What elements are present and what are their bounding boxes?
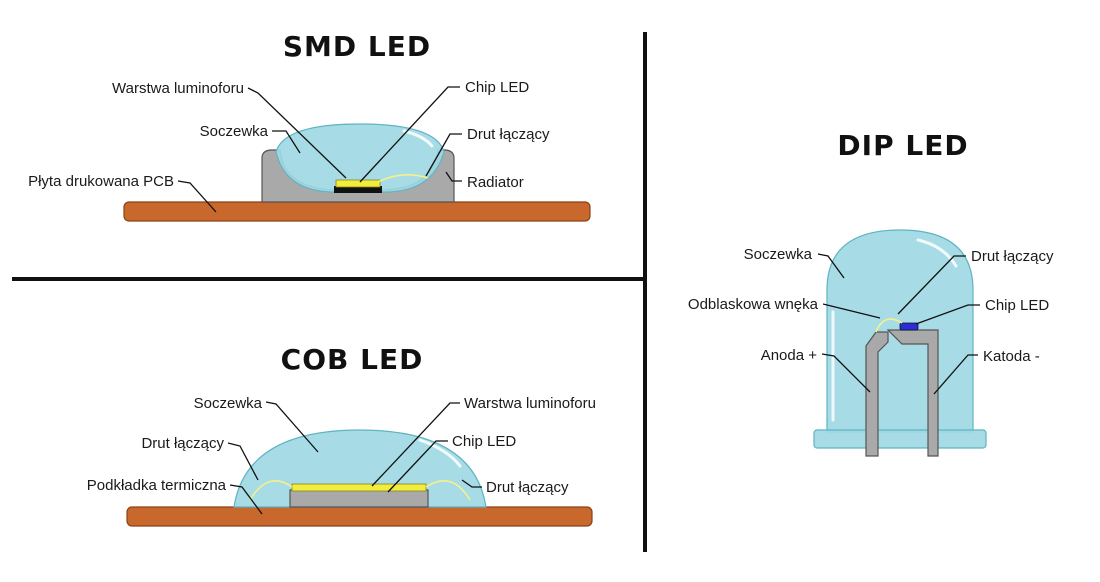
- dip-leader-wire: [897, 255, 966, 315]
- cob-pcb: [126, 506, 593, 527]
- dip-chip: [899, 322, 919, 331]
- cob-leader-wire-left: [227, 442, 259, 481]
- smd-leader-wire: [425, 133, 462, 177]
- dip-leader-anode: [821, 353, 871, 393]
- cob-leader-wire-right: [461, 479, 482, 488]
- cob-leader-pad: [229, 484, 263, 515]
- dip-flange: [813, 429, 987, 449]
- dip-lens-highlight-top: [916, 238, 958, 268]
- smd-leader-phosphor: [247, 87, 347, 179]
- dip-label-lens: Soczewka: [744, 246, 813, 263]
- smd-phosphor: [335, 179, 381, 188]
- smd-pcb: [123, 201, 591, 222]
- smd-leader-lens: [272, 130, 301, 154]
- cob-bond-wire-left: [249, 480, 293, 501]
- cob-title: COB LED: [281, 343, 424, 376]
- cob-leader-lens: [265, 401, 319, 453]
- cob-label-phosphor: Warstwa luminoforu: [464, 395, 596, 412]
- cob-lens-highlight: [418, 438, 462, 468]
- cob-phosphor: [291, 483, 427, 492]
- dip-anode-lead: [865, 331, 889, 457]
- dip-section: DIP LED Soczewka Drut łączący Odblaskowa…: [688, 129, 1054, 457]
- smd-label-lens: Soczewka: [200, 123, 269, 140]
- smd-label-radiator: Radiator: [467, 174, 524, 191]
- cob-leader-phosphor: [371, 402, 460, 487]
- dip-label-cathode: Katoda -: [983, 348, 1040, 365]
- cob-label-chip: Chip LED: [452, 433, 516, 450]
- dip-cathode-lead: [886, 329, 939, 457]
- smd-label-wire: Drut łączący: [467, 126, 550, 143]
- cob-leader-chip: [387, 440, 448, 493]
- cob-label-lens: Soczewka: [194, 395, 263, 412]
- dip-leader-cavity: [822, 303, 881, 319]
- smd-section: SMD LED Warstwa luminoforu Chip LED Socz…: [28, 30, 591, 222]
- dip-title: DIP LED: [837, 129, 968, 162]
- cob-thermal-pad: [289, 489, 429, 508]
- smd-chip-base: [334, 186, 382, 193]
- smd-label-chip: Chip LED: [465, 79, 529, 96]
- smd-leader-chip: [359, 86, 460, 183]
- smd-label-phosphor: Warstwa luminoforu: [112, 80, 244, 97]
- smd-leader-pcb: [177, 180, 217, 213]
- dip-label-cavity: Odblaskowa wnęka: [688, 296, 819, 313]
- smd-leader-radiator: [445, 171, 462, 182]
- cob-section: COB LED Soczewka Warstwa luminoforu Chip…: [87, 343, 596, 527]
- dip-leader-lens: [817, 253, 845, 279]
- smd-title: SMD LED: [283, 30, 431, 63]
- smd-bond-wire: [377, 174, 429, 183]
- cob-label-wire-right: Drut łączący: [486, 479, 569, 496]
- cob-bond-wire-right: [425, 480, 471, 501]
- dip-label-chip: Chip LED: [985, 297, 1049, 314]
- cob-label-wire-left: Drut łączący: [141, 435, 224, 452]
- dip-label-wire: Drut łączący: [971, 248, 1054, 265]
- smd-label-pcb: Płyta drukowana PCB: [28, 173, 174, 190]
- dip-label-anode: Anoda +: [761, 347, 818, 364]
- dip-leader-cathode: [933, 354, 978, 395]
- dip-leader-chip: [915, 304, 980, 325]
- cob-label-pad: Podkładka termiczna: [87, 477, 227, 494]
- dip-bond-wire: [875, 318, 903, 333]
